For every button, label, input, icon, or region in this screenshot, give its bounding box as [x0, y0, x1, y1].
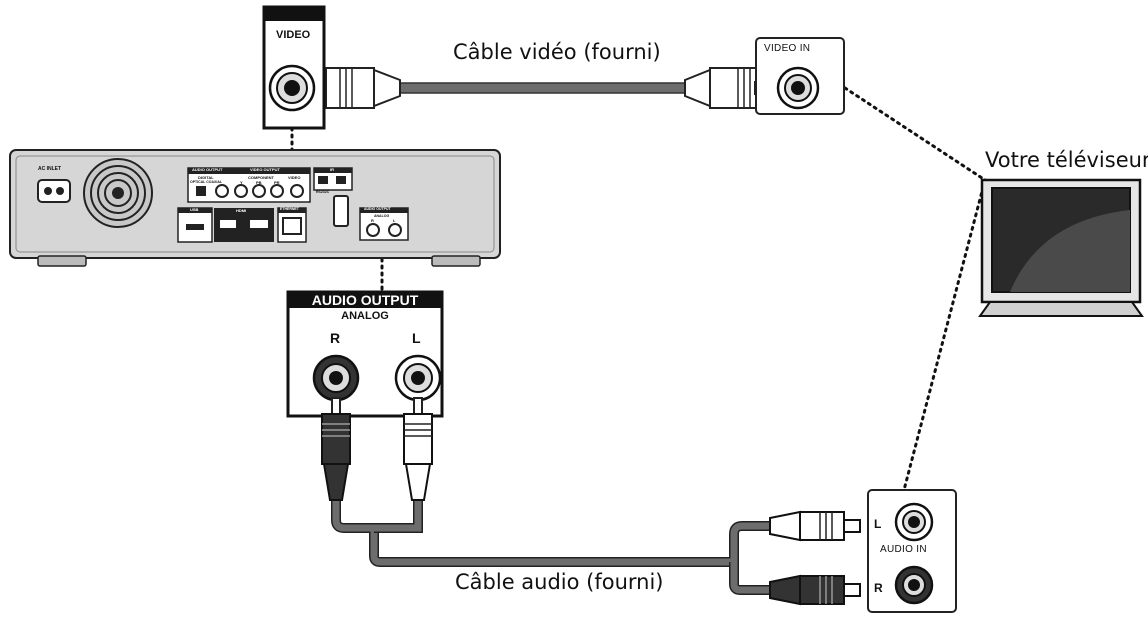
dotted-lines — [290, 86, 987, 492]
tv-icon — [978, 178, 1144, 317]
panel-ac-inlet: AC INLET — [38, 166, 62, 172]
panel-pr: PR — [274, 180, 280, 185]
panel-ir: IR — [330, 167, 334, 172]
tv-label: Votre téléviseur — [985, 148, 1148, 172]
audio-plug-left-callout — [403, 397, 433, 501]
audio-left-label: L — [412, 330, 421, 346]
tv-left-label: L — [874, 517, 882, 531]
tv-audio-in-panel — [867, 489, 957, 613]
panel-y: Y — [240, 180, 243, 185]
audio-plug-right-tv — [769, 574, 861, 606]
panel-ethernet: ETHERNET — [280, 207, 299, 211]
panel-l: L — [393, 218, 396, 223]
panel-r: R — [371, 218, 374, 223]
panel-video: VIDEO — [288, 175, 301, 180]
panel-rs232c: RS232C — [316, 190, 330, 194]
tv-right-label: R — [874, 581, 883, 595]
panel-hdmi: HDMI — [236, 208, 247, 213]
video-cable-label: Câble vidéo (fourni) — [453, 40, 661, 64]
audio-output-title: AUDIO OUTPUT — [311, 292, 419, 308]
audio-output-subtitle: ANALOG — [341, 310, 389, 322]
panel-analog: ANALOG — [374, 214, 390, 218]
panel-optical-coaxial: OPTICAL COAXIAL — [190, 180, 223, 184]
audio-in-label: AUDIO IN — [880, 544, 927, 555]
video-jack-label: VIDEO — [276, 29, 311, 41]
panel-audio-output-digital: AUDIO OUTPUT — [192, 167, 223, 172]
panel-video-output: VIDEO OUTPUT — [250, 167, 281, 172]
video-cable — [311, 67, 774, 109]
panel-component: COMPONENT — [248, 175, 274, 180]
panel-digital: DIGITAL — [198, 175, 214, 180]
audio-plug-right-callout — [321, 397, 351, 501]
player-rear-panel — [9, 149, 501, 267]
panel-pb: PB — [256, 180, 262, 185]
panel-usb: USB — [190, 207, 199, 212]
player-video-jack-callout — [262, 5, 326, 130]
audio-plug-left-tv — [769, 510, 861, 542]
panel-audio-output: AUDIO OUTPUT — [364, 207, 391, 211]
video-in-label: VIDEO IN — [764, 43, 811, 54]
audio-cable-label: Câble audio (fourni) — [455, 570, 664, 594]
tv-video-in-jack — [755, 37, 845, 115]
audio-right-label: R — [330, 330, 341, 346]
